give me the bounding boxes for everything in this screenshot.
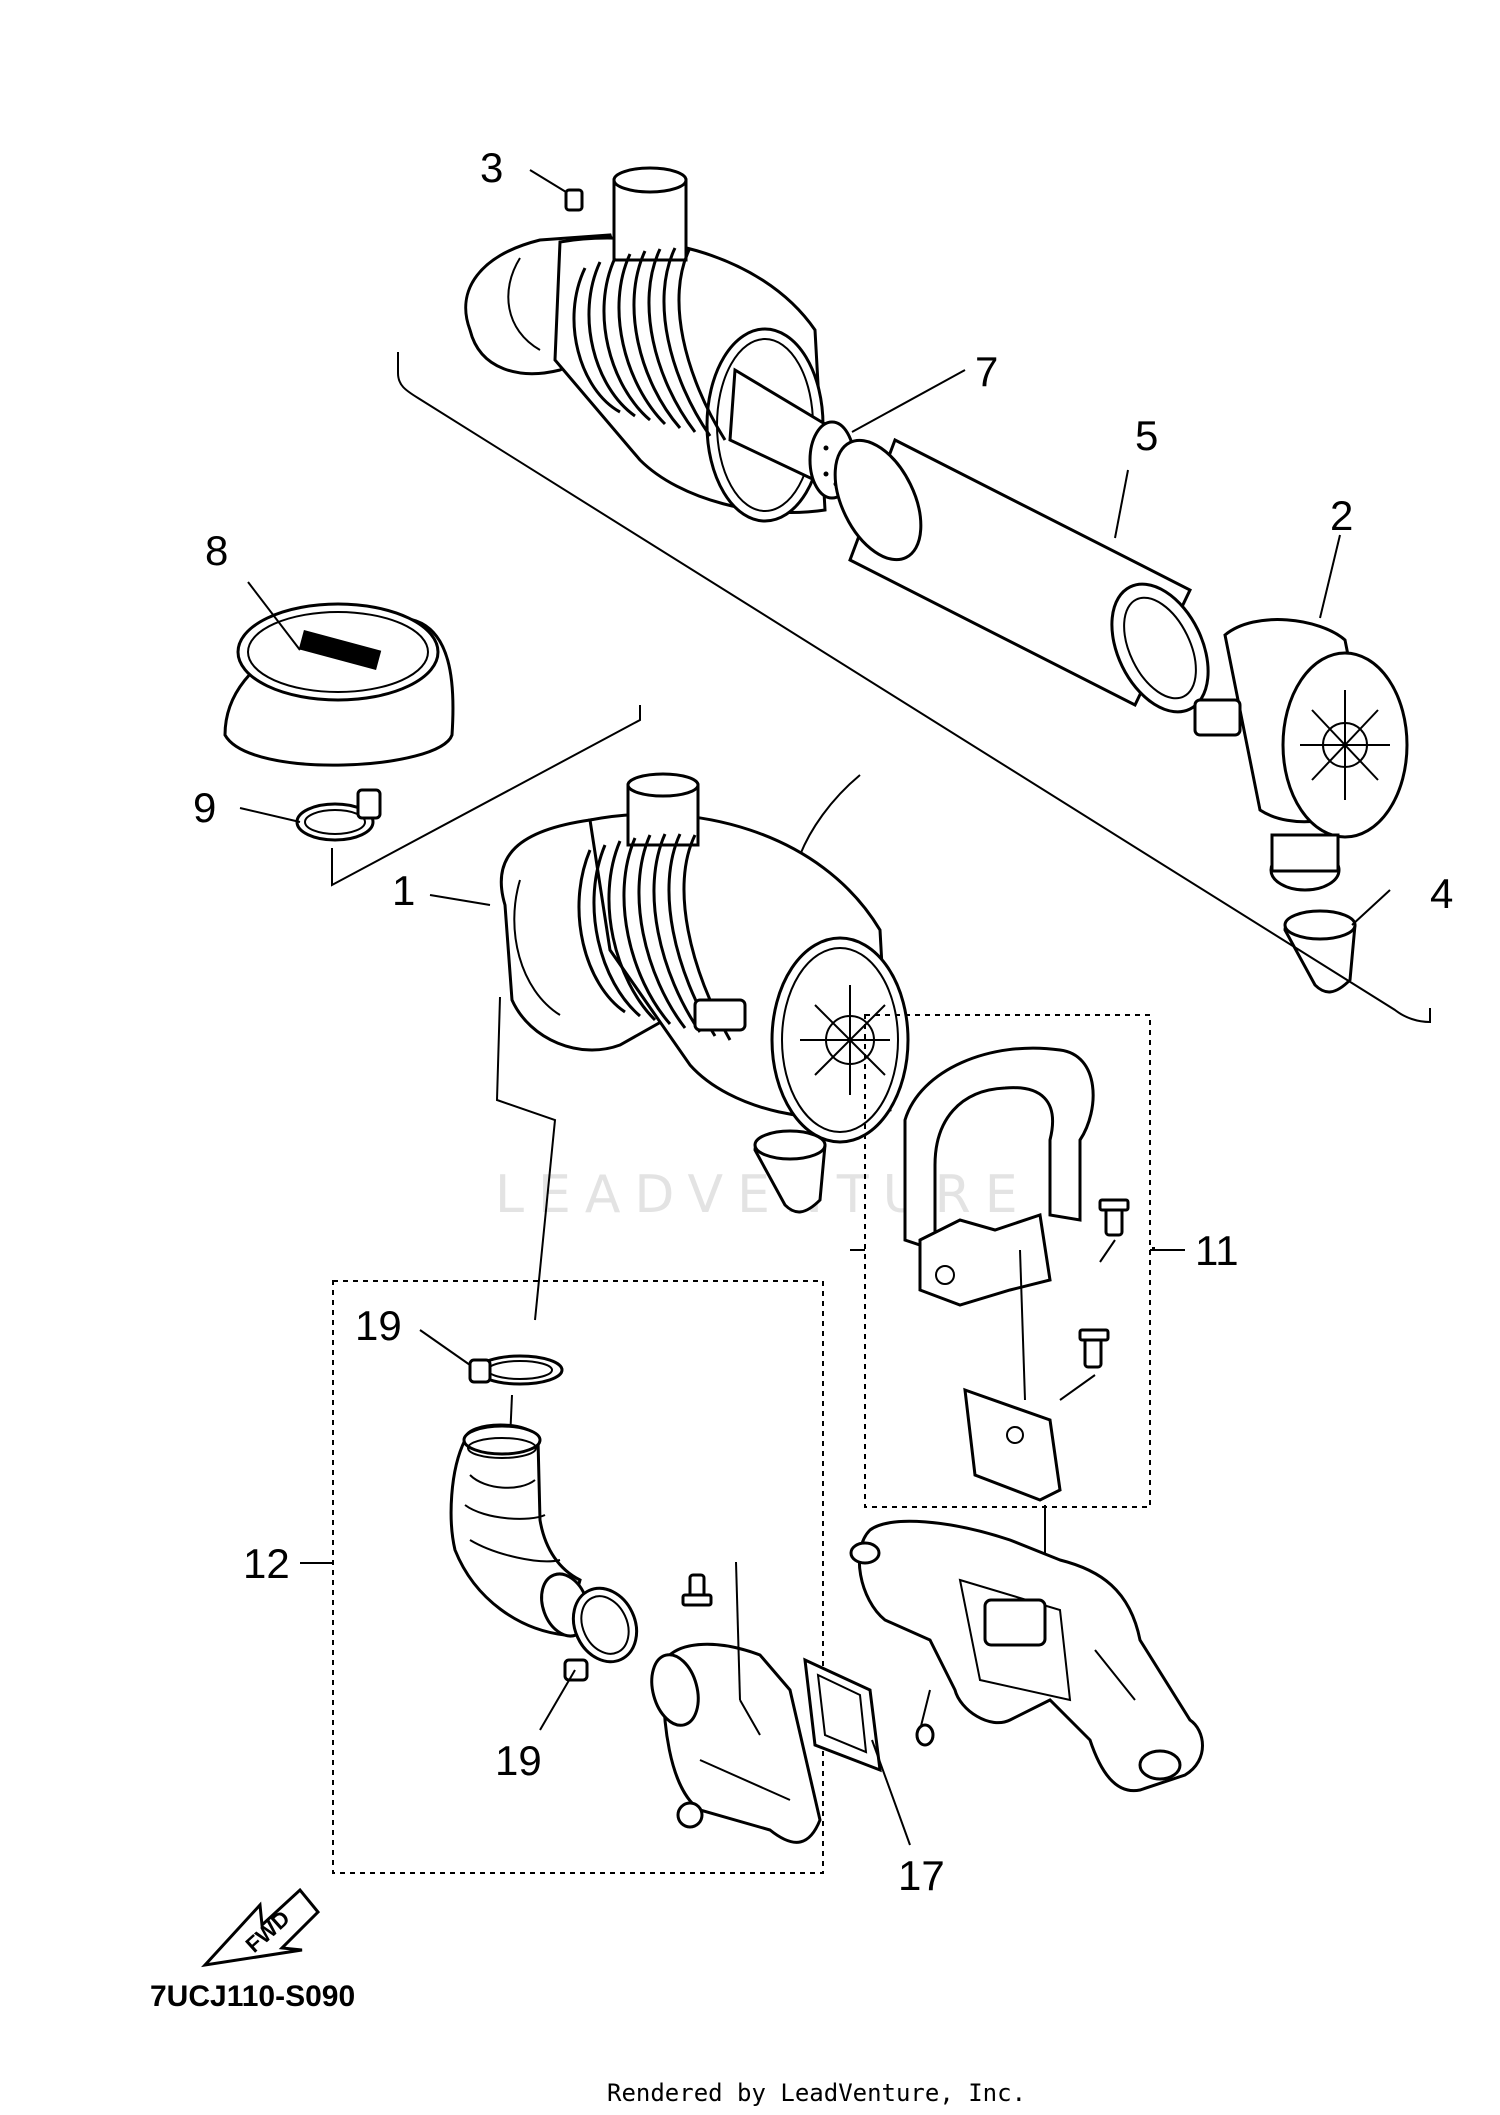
part-17-gasket	[803, 1657, 882, 1773]
group-12-screw	[681, 1573, 713, 1607]
part-11-bracket	[903, 1046, 1095, 1307]
group-11-bolt-lower	[1078, 1328, 1110, 1369]
part-12-elbow-hose	[449, 1423, 590, 1638]
part-12-intake-joint	[650, 1642, 822, 1844]
fwd-arrow: FWD	[201, 1887, 321, 1968]
callout-11: 11	[1195, 1227, 1239, 1274]
part-3-plug	[564, 188, 584, 212]
callout-19-lower: 19	[495, 1737, 542, 1784]
upper-case-ribs	[572, 247, 727, 441]
callout-19-upper: 19	[355, 1302, 402, 1349]
callout-5: 5	[1135, 412, 1158, 459]
carburetor-intake-manifold	[849, 1519, 1204, 1793]
part-1-air-cleaner-assembly	[499, 772, 910, 1214]
watermark: LEADVENTURE	[495, 1165, 1032, 1225]
part-5-filter-element	[833, 437, 1210, 714]
part-2-filter-cover	[1193, 618, 1409, 892]
part-code: 7UCJ110-S090	[150, 1980, 355, 2013]
upper-air-cleaner-case	[464, 166, 855, 523]
part-19-clamp-upper	[468, 1354, 564, 1386]
callout-1: 1	[392, 867, 415, 914]
callout-4: 4	[1430, 870, 1453, 917]
part-8-cap	[223, 602, 455, 767]
group-11-lower-bracket	[963, 1387, 1062, 1502]
callout-2: 2	[1330, 492, 1353, 539]
group-11-bolt-upper	[1098, 1198, 1130, 1237]
part-19-clamp-lower	[563, 1586, 639, 1682]
assembly-bracket-line	[397, 352, 1431, 1024]
part-4-valve	[1283, 909, 1357, 994]
part-9-clamp	[295, 788, 382, 842]
callout-17: 17	[898, 1852, 945, 1899]
callout-12: 12	[243, 1540, 290, 1587]
callout-9: 9	[193, 784, 216, 831]
group-11-box	[864, 1014, 1151, 1508]
callout-7: 7	[975, 348, 998, 395]
footer-credit: Rendered by LeadVenture, Inc.	[607, 2079, 1026, 2107]
callout-3: 3	[480, 144, 503, 191]
group-12-box	[332, 1280, 824, 1874]
callout-8: 8	[205, 527, 228, 574]
